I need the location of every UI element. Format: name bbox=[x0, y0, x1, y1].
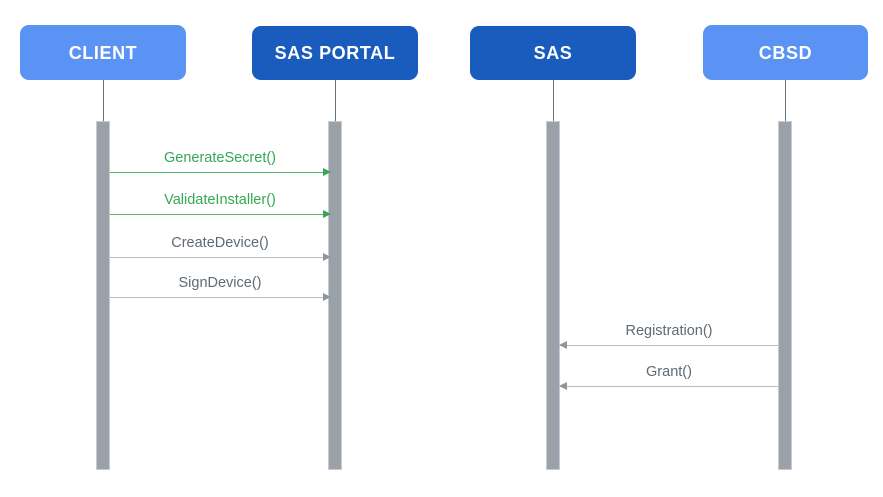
message-label-grant: Grant() bbox=[646, 363, 692, 380]
participant-label-cbsd: CBSD bbox=[758, 42, 813, 63]
participant-box-sas[interactable]: SAS bbox=[470, 26, 636, 80]
participant-box-sas-portal[interactable]: SAS PORTAL bbox=[252, 26, 418, 80]
participant-box-client[interactable]: CLIENT bbox=[20, 25, 186, 80]
message-arrowhead-sign-device bbox=[323, 293, 331, 301]
lifeline-client bbox=[103, 80, 104, 121]
lifeline-sas-portal bbox=[335, 80, 336, 121]
message-arrowhead-create-device bbox=[323, 253, 331, 261]
message-label-sign-device: SignDevice() bbox=[178, 274, 262, 291]
message-line-create-device bbox=[110, 257, 330, 258]
activation-bar-client bbox=[96, 121, 110, 470]
message-label-create-device: CreateDevice() bbox=[171, 234, 269, 251]
activation-bar-cbsd bbox=[778, 121, 792, 470]
message-line-registration bbox=[560, 345, 778, 346]
message-label-registration: Registration() bbox=[625, 322, 713, 339]
message-line-grant bbox=[560, 386, 778, 387]
message-arrowhead-generate-secret bbox=[323, 168, 331, 176]
message-line-sign-device bbox=[110, 297, 330, 298]
message-arrowhead-registration bbox=[559, 341, 567, 349]
message-label-generate-secret: GenerateSecret() bbox=[163, 149, 277, 166]
message-line-generate-secret bbox=[110, 172, 330, 173]
lifeline-cbsd bbox=[785, 80, 786, 121]
message-line-validate-installer bbox=[110, 214, 330, 215]
participant-label-sas-portal: SAS PORTAL bbox=[274, 43, 396, 63]
message-arrowhead-grant bbox=[559, 382, 567, 390]
message-arrowhead-validate-installer bbox=[323, 210, 331, 218]
lifeline-sas bbox=[553, 80, 554, 121]
participant-label-client: CLIENT bbox=[68, 42, 138, 63]
message-label-validate-installer: ValidateInstaller() bbox=[164, 191, 276, 208]
participant-box-cbsd[interactable]: CBSD bbox=[703, 25, 868, 80]
participant-label-sas: SAS bbox=[533, 43, 573, 63]
activation-bar-sas bbox=[546, 121, 560, 470]
